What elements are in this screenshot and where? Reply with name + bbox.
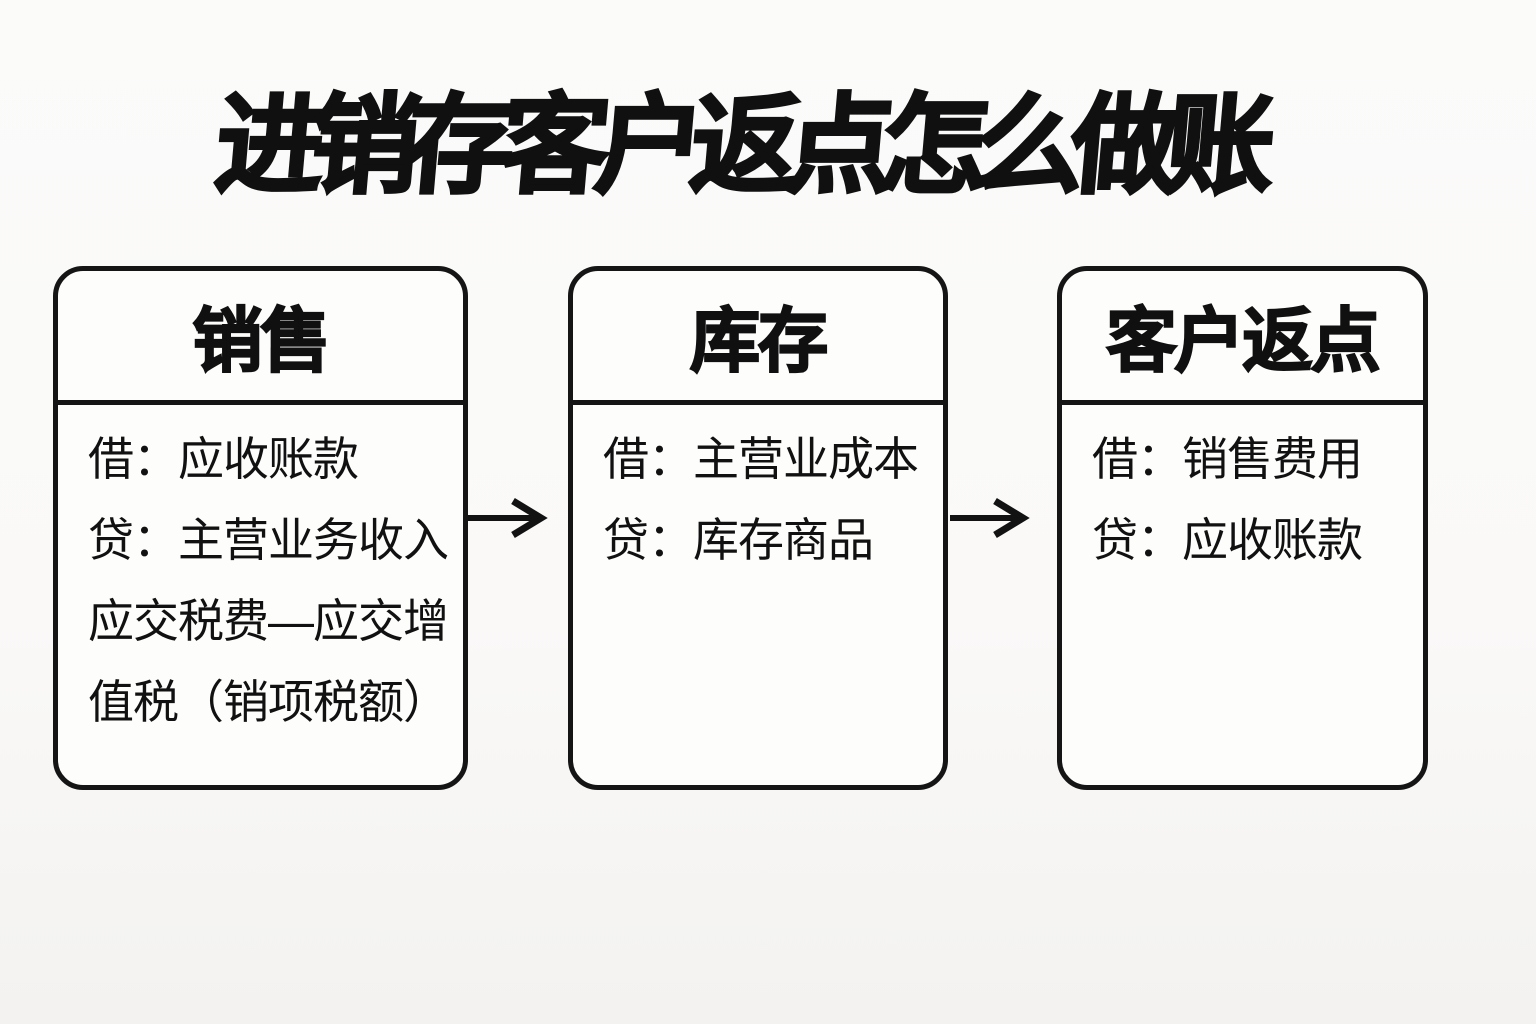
page-title: 进销存客户返点怎么做账 bbox=[210, 84, 1269, 208]
journal-entry-line: 借：主营业成本 bbox=[603, 433, 919, 485]
box-header-customer-rebate: 客户返点 bbox=[1062, 271, 1423, 405]
box-body-customer-rebate: 借：销售费用 贷：应收账款 bbox=[1062, 405, 1423, 581]
journal-entry-line: 应交税费—应交增 bbox=[88, 595, 449, 647]
flow-box-customer-rebate: 客户返点 借：销售费用 贷：应收账款 bbox=[1057, 266, 1428, 790]
journal-entry-line: 贷：应收账款 bbox=[1092, 514, 1363, 566]
journal-entry-line: 贷：主营业务收入 bbox=[88, 514, 449, 566]
box-body-sales: 借：应收账款 贷：主营业务收入 应交税费—应交增 值税（销项税额） bbox=[58, 405, 463, 743]
journal-entry-line: 值税（销项税额） bbox=[88, 676, 449, 728]
journal-entry-line: 贷：库存商品 bbox=[603, 514, 874, 566]
flow-arrow-icon bbox=[468, 498, 564, 538]
box-body-inventory: 借：主营业成本 贷：库存商品 bbox=[573, 405, 943, 581]
journal-entry-line: 借：应收账款 bbox=[88, 433, 359, 485]
box-header-inventory: 库存 bbox=[573, 271, 943, 405]
box-header-sales: 销售 bbox=[58, 271, 463, 405]
flow-box-sales: 销售 借：应收账款 贷：主营业务收入 应交税费—应交增 值税（销项税额） bbox=[53, 266, 468, 790]
flow-box-inventory: 库存 借：主营业成本 贷：库存商品 bbox=[568, 266, 948, 790]
journal-entry-line: 借：销售费用 bbox=[1092, 433, 1363, 485]
flow-arrow-icon bbox=[950, 498, 1046, 538]
title-bar: 进销存客户返点怎么做账 bbox=[0, 72, 1536, 208]
